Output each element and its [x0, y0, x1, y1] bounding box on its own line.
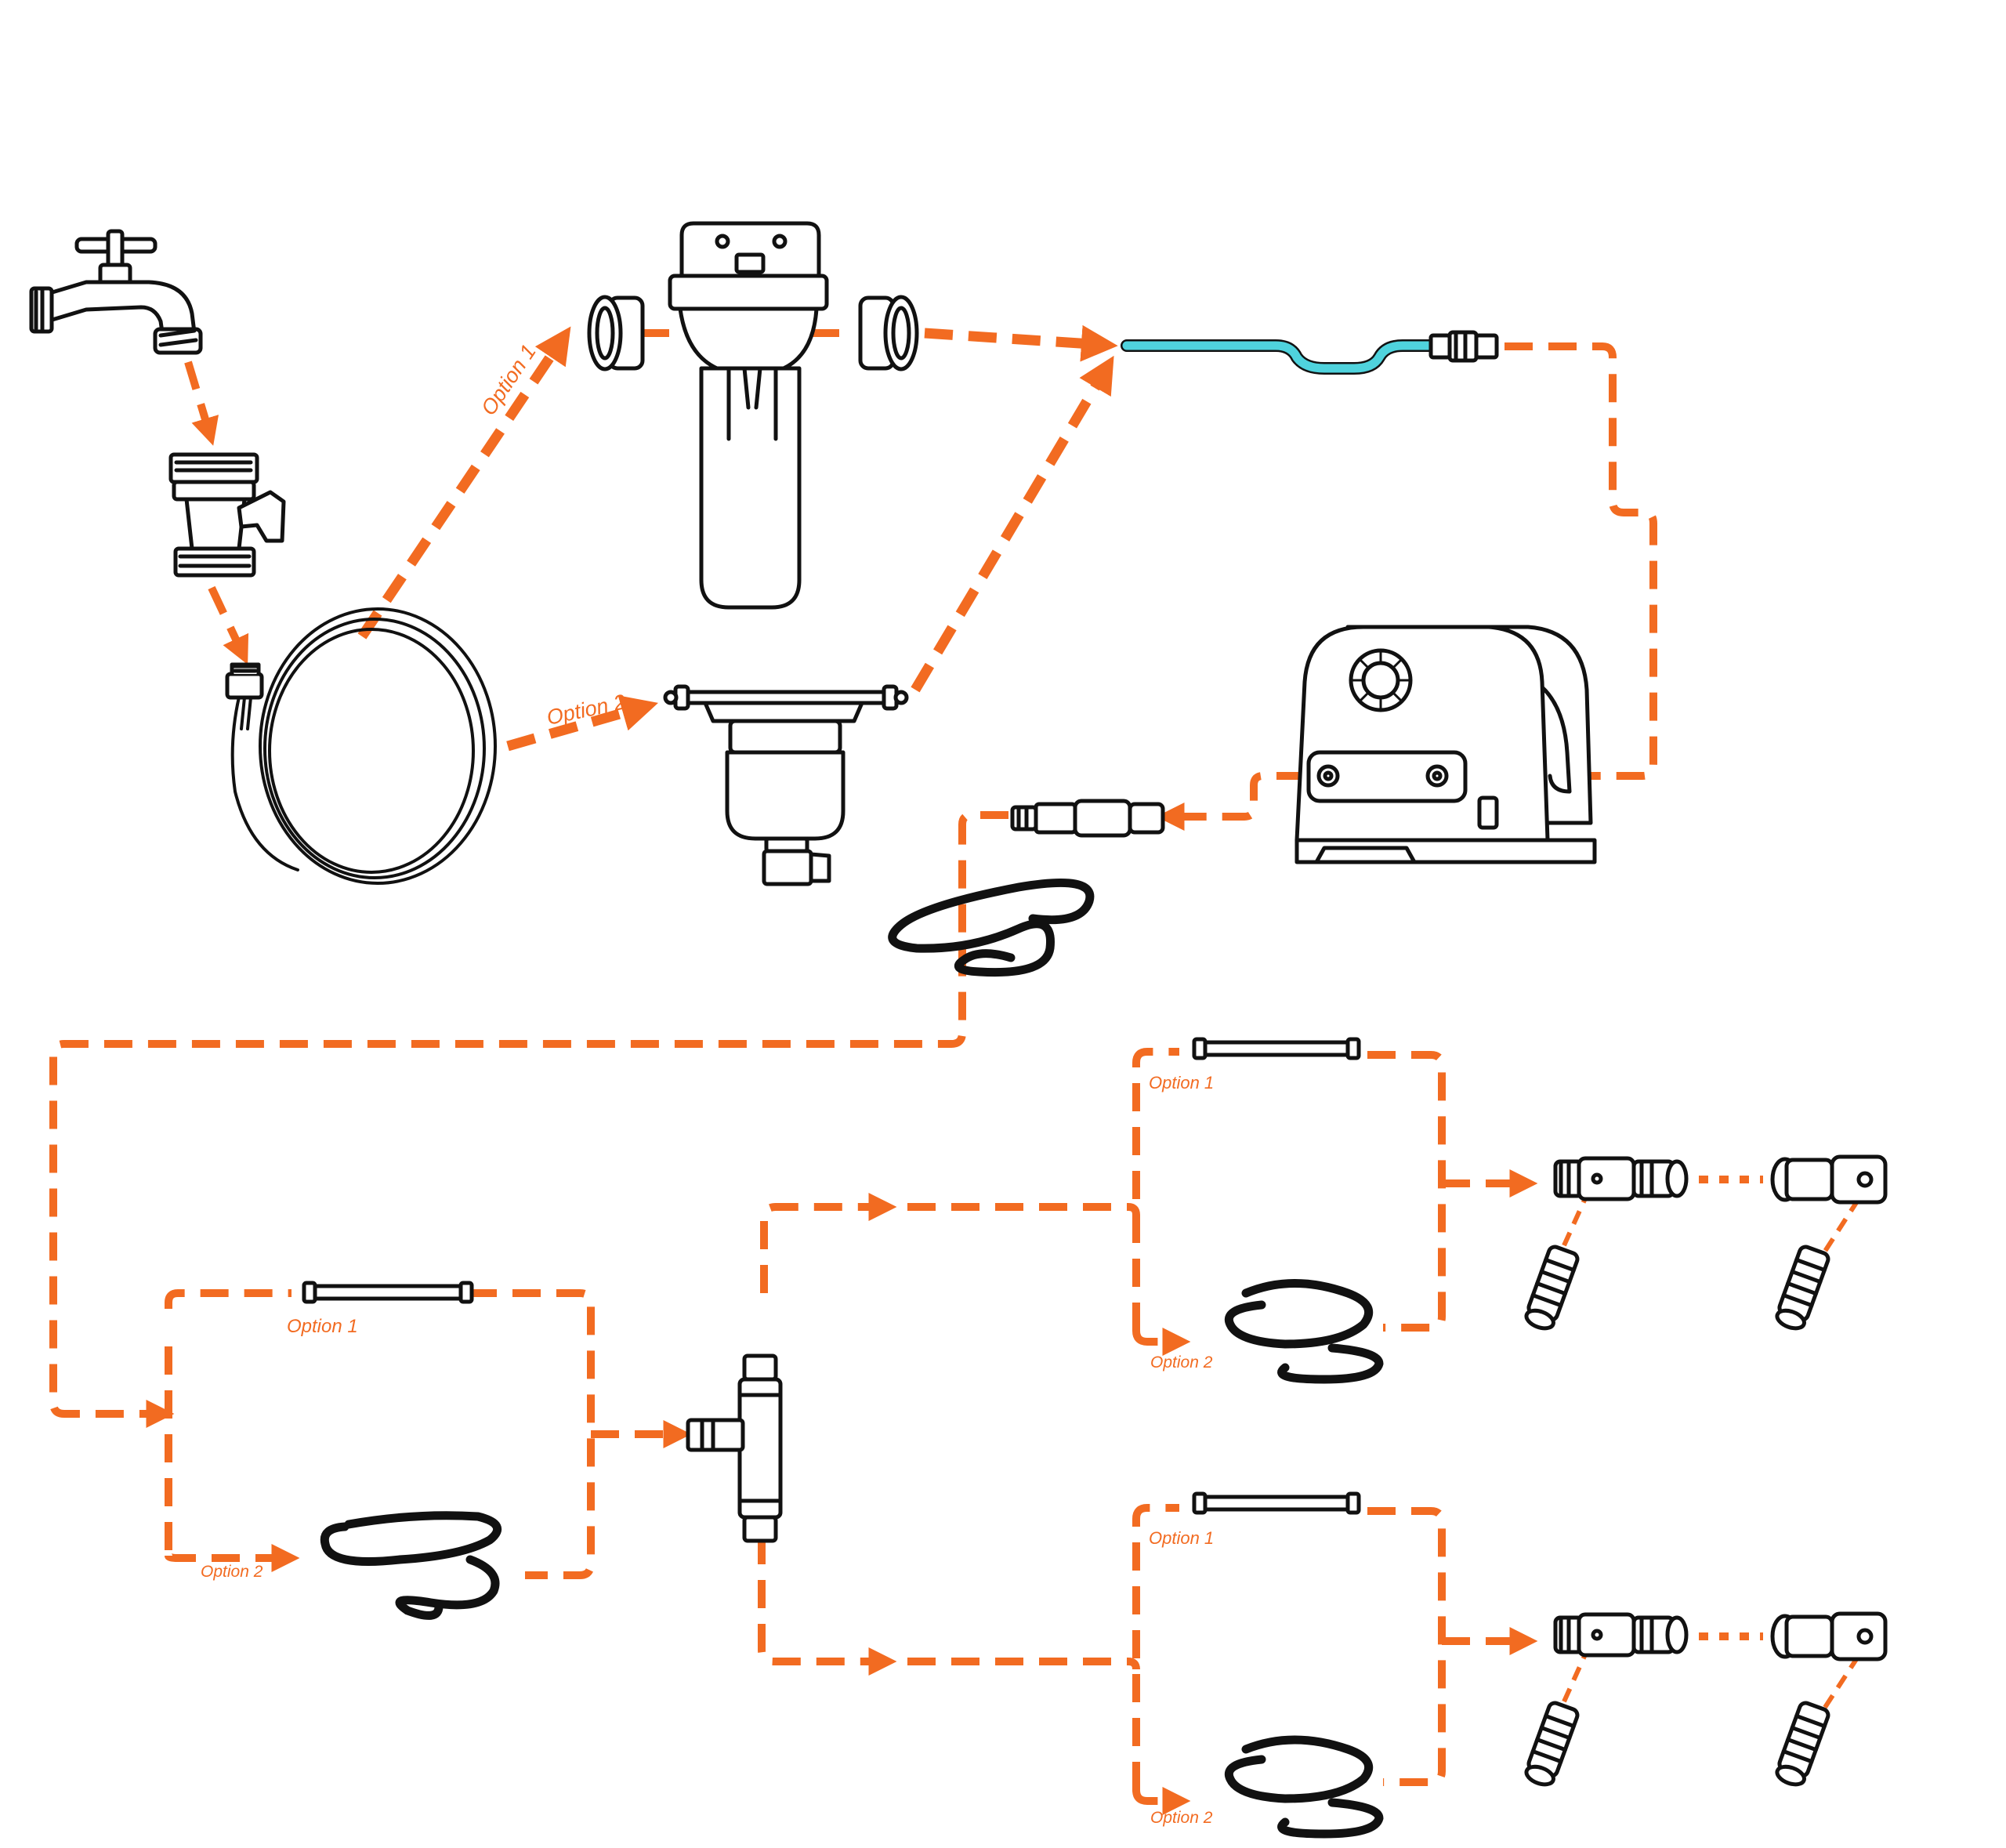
hose-squiggle-top-icon	[888, 878, 1095, 977]
label-upper-option-2: Option 2	[1150, 1353, 1213, 1372]
flow-tee-up	[760, 1193, 897, 1293]
mist-nozzle-lower-2-icon	[1770, 1611, 1888, 1787]
label-main-option-2: Option 2	[201, 1563, 263, 1581]
flow-hose-to-inline-filter	[506, 695, 658, 752]
label-lower-option-2: Option 2	[1150, 1809, 1213, 1827]
misting-pump-icon	[1294, 625, 1597, 864]
flow-hose-to-cartridge-filter	[357, 326, 571, 640]
flow-lower-trunk	[907, 1658, 1140, 1670]
flow-lines	[49, 324, 1874, 1801]
rigid-pipe-main-icon	[302, 1281, 474, 1304]
label-upper-option-1: Option 1	[1149, 1073, 1214, 1092]
mist-nozzle-upper-2-icon	[1770, 1154, 1888, 1331]
flow-faucet-to-valve	[184, 361, 219, 446]
coiled-hose-icon	[225, 607, 497, 885]
mist-nozzle-upper-1-icon	[1524, 1156, 1689, 1331]
flow-main-option1-return	[469, 1289, 595, 1579]
quick-connector-icon	[1428, 330, 1499, 363]
flow-upper-branch	[1132, 1048, 1179, 1342]
mist-nozzle-lower-1-icon	[1524, 1612, 1689, 1787]
flow-upper-return	[1367, 1051, 1446, 1332]
flow-cartridge-to-tubing	[924, 324, 1118, 362]
hose-bib-faucet-icon	[29, 229, 203, 355]
label-lower-option-1: Option 1	[1149, 1528, 1214, 1548]
rigid-pipe-upper-icon	[1192, 1037, 1361, 1060]
flow-valve-to-hose	[208, 585, 249, 665]
hose-squiggle-main-icon	[320, 1511, 502, 1620]
inline-connector-icon	[1010, 799, 1165, 838]
shutoff-valve-icon	[168, 452, 286, 578]
flow-lower-branch	[1132, 1504, 1179, 1801]
cartridge-filter-icon	[587, 221, 919, 610]
hose-squiggle-lower-icon	[1225, 1735, 1384, 1839]
label-filter-option-2: Option 2	[545, 690, 628, 730]
inline-filter-icon	[663, 684, 909, 886]
flow-lower-nozzle-2-stem	[1822, 1635, 1874, 1710]
flow-tubing-to-pump	[1444, 342, 1657, 790]
flow-tee-down	[758, 1536, 897, 1676]
hose-squiggle-upper-icon	[1225, 1279, 1384, 1384]
label-main-option-1: Option 1	[287, 1316, 358, 1337]
flow-to-distribution-line	[49, 811, 1008, 1428]
tee-fitting-icon	[686, 1353, 783, 1543]
flexible-tubing-icon	[1121, 339, 1439, 375]
flow-inline-to-tubing	[911, 355, 1114, 693]
flow-upper-nozzle-2-stem	[1822, 1178, 1874, 1254]
flow-lower-return	[1367, 1507, 1446, 1786]
flow-main-branch	[165, 1289, 291, 1558]
flow-pump-outlet	[1156, 772, 1305, 831]
rigid-pipe-lower-icon	[1192, 1491, 1361, 1515]
flow-upper-trunk	[907, 1203, 1140, 1216]
